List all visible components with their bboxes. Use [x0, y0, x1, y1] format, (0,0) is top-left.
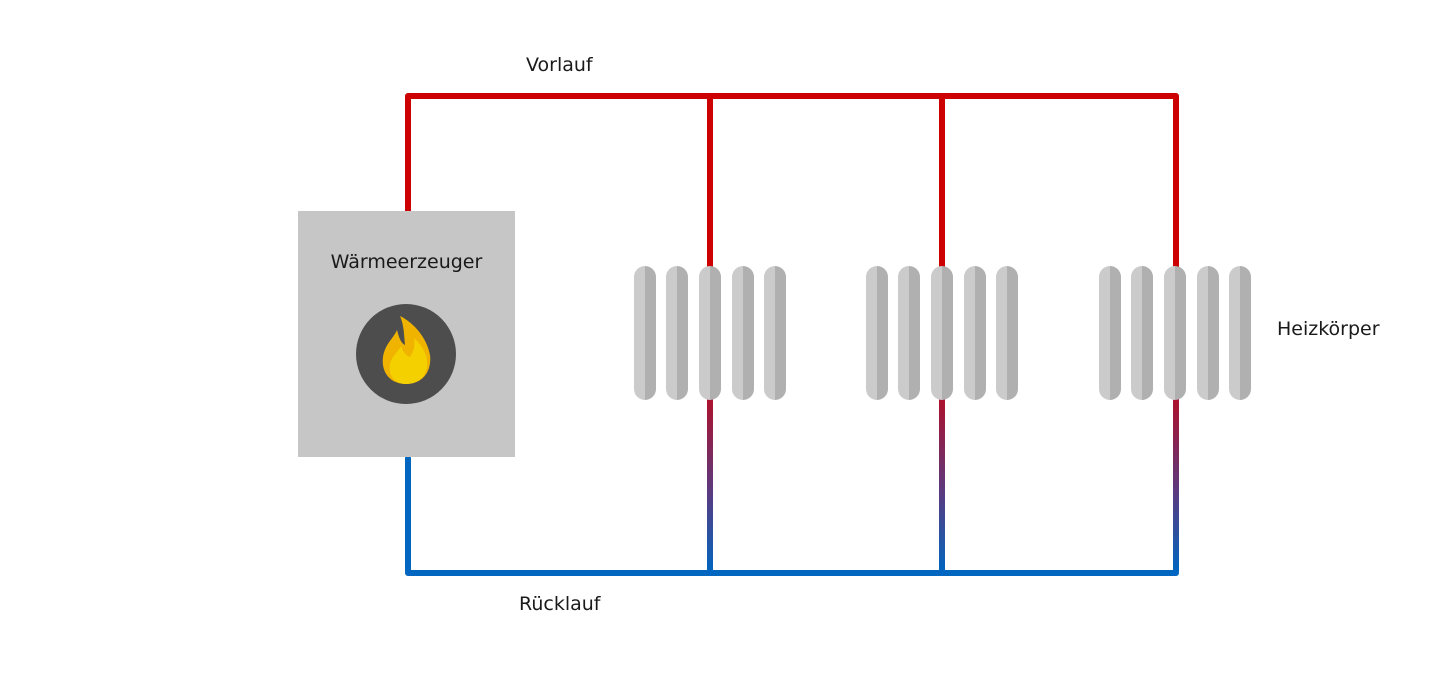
radiator-fin	[866, 266, 888, 400]
radiator-fin	[1099, 266, 1121, 400]
return-riser-1	[707, 396, 713, 572]
radiator-fin	[931, 266, 953, 400]
supply-label: Vorlauf	[526, 54, 593, 76]
radiator-fin	[1229, 266, 1251, 400]
return-label: Rücklauf	[519, 593, 601, 615]
radiator-fin	[964, 266, 986, 400]
return-riser-2	[939, 396, 945, 572]
return-main-pipe	[405, 455, 1179, 576]
radiator-2	[866, 266, 1018, 400]
radiator-fin	[898, 266, 920, 400]
heat-generator-label: Wärmeerzeuger	[330, 251, 483, 273]
supply-main-pipe	[405, 93, 1179, 273]
radiator-fin	[732, 266, 754, 400]
radiator-fin	[1197, 266, 1219, 400]
radiator-fin	[1131, 266, 1153, 400]
flame-icon	[356, 304, 456, 404]
return-risers	[707, 396, 1179, 572]
radiator-label: Heizkörper	[1277, 318, 1380, 340]
radiator-fin	[764, 266, 786, 400]
radiator-fin	[1164, 266, 1186, 400]
radiator-fin	[699, 266, 721, 400]
return-riser-3	[1173, 396, 1179, 572]
supply-pipes	[405, 93, 1179, 273]
radiator-fin	[666, 266, 688, 400]
radiator-1	[634, 266, 786, 400]
radiator-fin	[634, 266, 656, 400]
radiator-fin	[996, 266, 1018, 400]
radiator-3	[1099, 266, 1251, 400]
